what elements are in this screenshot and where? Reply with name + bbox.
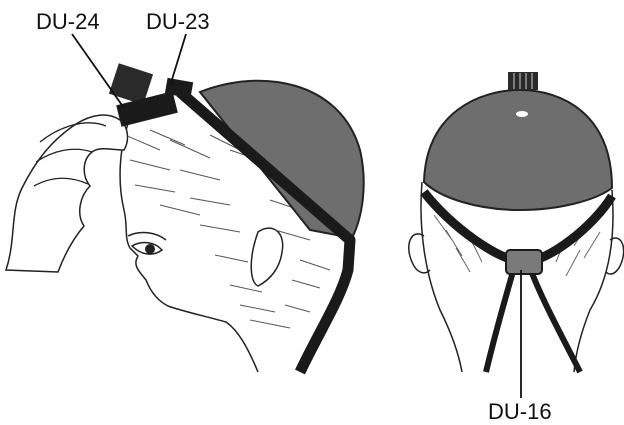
back-ear-right	[606, 238, 624, 274]
back-strap-left	[486, 268, 514, 372]
du16-electrode	[506, 250, 542, 274]
back-strap-right	[530, 268, 580, 372]
cap-dome	[200, 81, 364, 238]
side-view-figure	[6, 34, 364, 372]
du24-label: DU-24	[36, 11, 100, 33]
cap-hole	[516, 111, 528, 117]
du16-label: DU-16	[488, 401, 552, 423]
top-connector	[508, 72, 538, 90]
du24-leader	[72, 34, 124, 108]
back-view-figure	[409, 72, 624, 398]
hand	[6, 115, 127, 272]
ear	[251, 228, 282, 286]
du23-leader	[170, 34, 186, 86]
back-cap-dome	[424, 90, 612, 210]
du23-label: DU-23	[146, 11, 210, 33]
